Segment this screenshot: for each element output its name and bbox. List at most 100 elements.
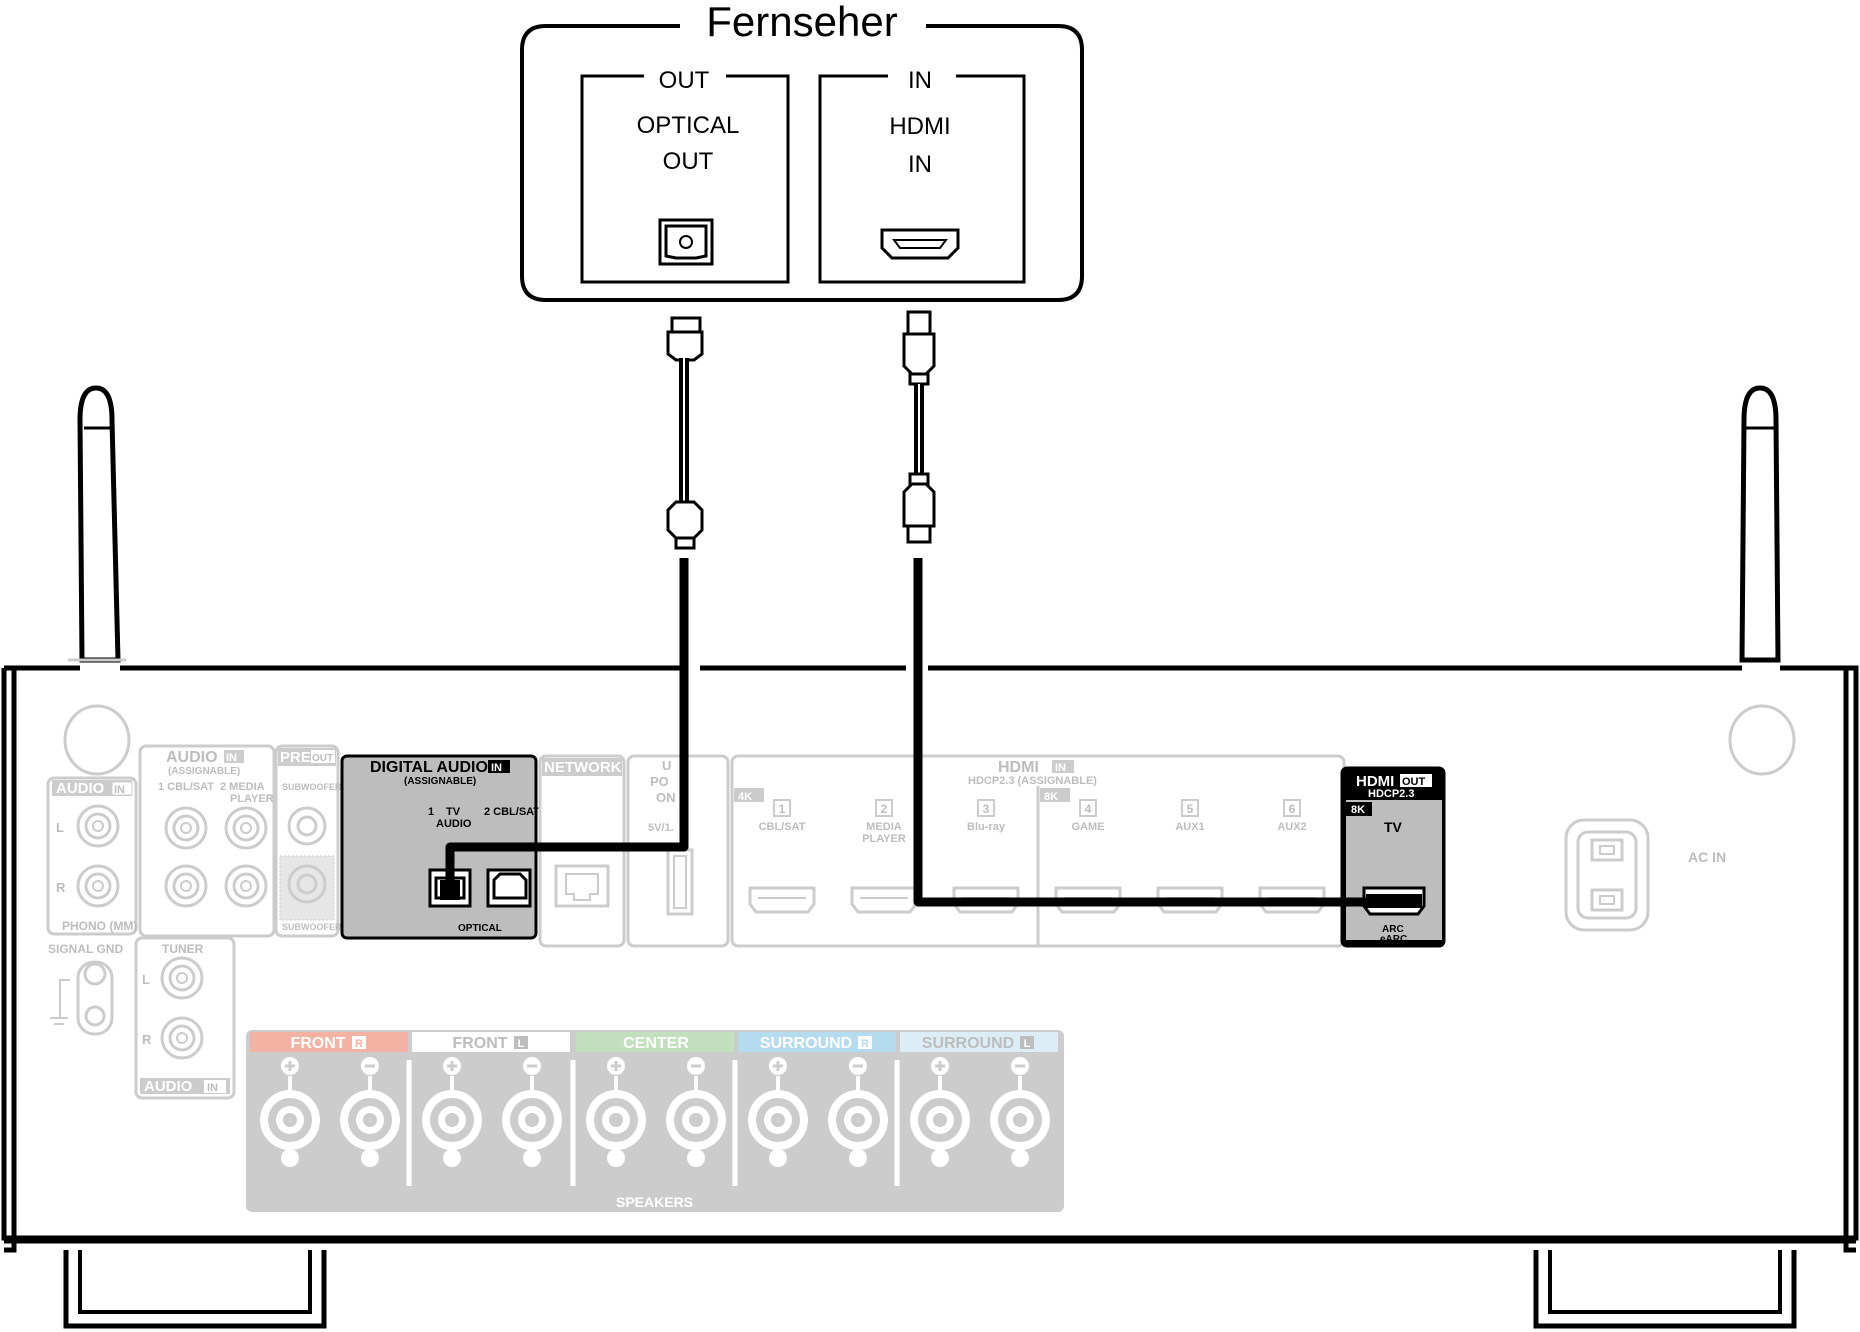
speaker-terminal[interactable] xyxy=(502,1057,562,1167)
speaker-channel-name: SURROUND xyxy=(922,1035,1014,1052)
optical-label: OPTICAL xyxy=(458,923,502,934)
hdmi-in-sub: HDCP2.3 (ASSIGNABLE) xyxy=(968,775,1097,787)
hdmi-in-port-name: AUX1 xyxy=(1175,821,1204,833)
digital-audio-assignable: (ASSIGNABLE) xyxy=(404,776,476,787)
optical-port1-name2: AUDIO xyxy=(436,818,472,830)
speaker-terminal[interactable] xyxy=(586,1057,646,1167)
speaker-channel-name: FRONT xyxy=(452,1035,507,1052)
tuner-audio-label: AUDIO xyxy=(144,1078,193,1095)
hdmi-8k-tag: 8K xyxy=(1044,791,1058,803)
speaker-terminal[interactable] xyxy=(260,1057,320,1167)
optical-cable xyxy=(440,316,704,900)
tv-hdmi-in-jack[interactable] xyxy=(880,228,960,260)
tv-out-label: OUT xyxy=(659,67,710,94)
hdmi-out-earc: eARC xyxy=(1380,934,1407,945)
tv-hdmi-line1: HDMI xyxy=(889,113,950,140)
hdmi-in-port-name: Blu-ray xyxy=(967,821,1006,833)
left-foot xyxy=(63,1250,327,1329)
audio-in-player: PLAYER xyxy=(230,793,274,805)
usb-line3: ON xyxy=(656,790,676,805)
speaker-terminal[interactable] xyxy=(828,1057,888,1167)
speaker-terminal[interactable] xyxy=(666,1057,726,1167)
tuner-in-badge: IN xyxy=(207,1082,218,1094)
subwoofer2-label: SUBWOOFER 2 xyxy=(282,922,349,932)
receiver-rear-panel xyxy=(1,385,1859,1329)
hdmi-out-8k-tag: 8K xyxy=(1351,804,1365,816)
hdmi-in-port-number: 1 xyxy=(779,802,786,816)
phono-l-label: L xyxy=(56,820,64,835)
digital-audio-title: DIGITAL AUDIO xyxy=(370,759,488,776)
hdmi-in-port-name2: PLAYER xyxy=(862,833,906,845)
tv-optical-line1: OPTICAL xyxy=(637,112,740,139)
phono-audio-label: AUDIO xyxy=(56,780,105,797)
audio-in-assignable-panel: AUDIO IN (ASSIGNABLE) 1 CBL/SAT 2 MEDIA … xyxy=(138,744,276,938)
hdmi-in-title: HDMI xyxy=(998,759,1039,776)
hdmi-out-title: HDMI xyxy=(1356,773,1394,790)
pre-out-badge: OUT xyxy=(312,753,333,764)
tv-title: Fernseher xyxy=(706,0,897,45)
optical-port1-name: TV xyxy=(446,806,461,818)
speaker-channel-side: L xyxy=(1024,1038,1031,1050)
network-label: NETWORK xyxy=(544,759,622,776)
tv-in-section: IN HDMI IN xyxy=(818,67,1026,284)
audio-in-assignable: (ASSIGNABLE) xyxy=(168,766,240,777)
audio-in-label: AUDIO xyxy=(166,749,218,766)
audio-in-cbl-sat: 1 CBL/SAT xyxy=(158,781,214,793)
hdmi-in-port-number: 5 xyxy=(1187,802,1194,816)
speaker-terminal[interactable] xyxy=(340,1057,400,1167)
speaker-channel-name: FRONT xyxy=(290,1035,345,1052)
speaker-channel: SURROUND L xyxy=(894,1032,1058,1186)
optical-port2-label: 2 CBL/SAT xyxy=(484,806,540,818)
hdmi-in-port-number: 2 xyxy=(881,802,888,816)
usb-line4: 5V/1. xyxy=(648,822,674,834)
tv-hdmi-line2: IN xyxy=(908,151,932,178)
ac-in-socket: AC IN xyxy=(1564,818,1726,932)
speaker-terminal[interactable] xyxy=(910,1057,970,1167)
speaker-channel-side: R xyxy=(861,1038,869,1050)
tuner-r-label: R xyxy=(142,1032,152,1047)
usb-line2: PO xyxy=(650,774,669,789)
phono-audio-in-panel: AUDIO IN L R PHONO (MM) SIGNAL GND xyxy=(46,776,138,1036)
pre-out-panel: PRE OUT SUBWOOFER 1 SUBWOOFER 2 xyxy=(274,744,349,938)
right-antenna xyxy=(1728,385,1796,776)
speaker-channel-side: L xyxy=(518,1038,525,1050)
speaker-channel: FRONT L xyxy=(406,1032,570,1186)
hdmi-in-port-number: 6 xyxy=(1289,802,1296,816)
hdmi-out-arc: ARC xyxy=(1382,924,1404,935)
speaker-terminal[interactable] xyxy=(990,1057,1050,1167)
hdmi-cable xyxy=(902,310,1422,908)
signal-gnd-label: SIGNAL GND xyxy=(48,942,123,956)
speaker-channels: FRONT R FRONT L CENTER SURROUND R SURROUND L xyxy=(250,1032,1058,1186)
usb-line1: U xyxy=(662,758,671,773)
speaker-terminal[interactable] xyxy=(748,1057,808,1167)
hdmi-in-port-name: AUX2 xyxy=(1277,821,1306,833)
tv-out-section: OUT OPTICAL OUT xyxy=(580,67,790,284)
phono-in-badge: IN xyxy=(114,784,125,796)
speaker-channel-side: R xyxy=(355,1038,363,1050)
speaker-terminal[interactable] xyxy=(422,1057,482,1167)
hdmi-out-hdcp: HDCP2.3 xyxy=(1368,788,1414,800)
right-foot xyxy=(1533,1250,1797,1329)
optical-jack-cbl-sat[interactable] xyxy=(486,868,532,908)
audio-in-badge: IN xyxy=(226,752,237,764)
speaker-channel: FRONT R xyxy=(250,1032,408,1167)
speaker-channel: CENTER xyxy=(570,1032,734,1186)
speaker-channel-name: SURROUND xyxy=(760,1035,852,1052)
hdmi-in-badge: IN xyxy=(1055,762,1066,774)
hdmi-in-port-name: CBL/SAT xyxy=(759,821,806,833)
tv-optical-out-jack[interactable] xyxy=(658,218,714,266)
hdmi-in-port-name: MEDIA xyxy=(866,821,902,833)
hdmi-4k-tag: 4K xyxy=(738,791,752,803)
phono-mm-label: PHONO (MM) xyxy=(62,919,137,933)
tv-optical-line2: OUT xyxy=(663,148,714,175)
hdmi-out-tv-label: TV xyxy=(1384,819,1403,835)
tv-device: Fernseher OUT OPTICAL OUT IN HDMI IN xyxy=(520,0,1084,302)
